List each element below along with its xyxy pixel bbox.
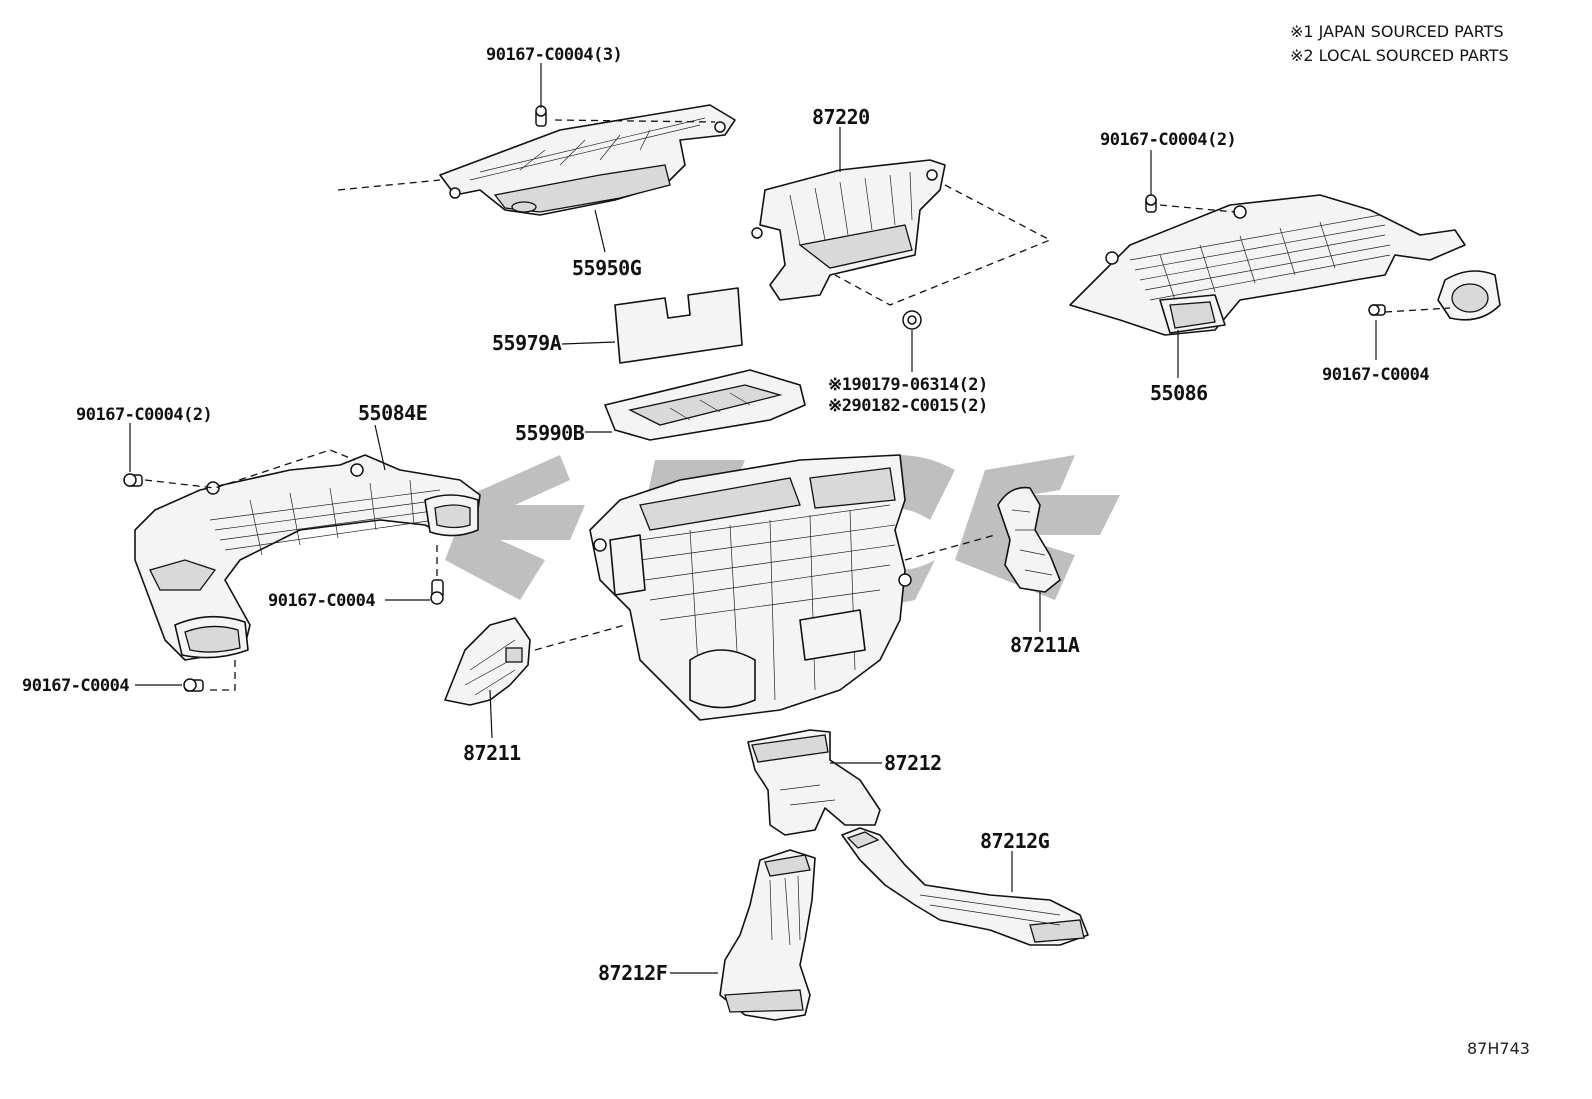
label-87211a: 87211A xyxy=(1010,633,1080,657)
bolt-55084e-mid xyxy=(430,579,444,605)
part-55979a[interactable] xyxy=(614,287,743,364)
part-55990b[interactable] xyxy=(604,369,806,441)
part-55086[interactable] xyxy=(1069,194,1501,336)
label-55950g-bolt: 90167-C0004(3) xyxy=(486,45,622,65)
label-55086-bolt-top: 90167-C0004(2) xyxy=(1100,130,1236,150)
label-90182: ※290182-C0015(2) xyxy=(828,396,988,416)
drawing-number: 87H743 xyxy=(1467,1039,1530,1058)
bolt-55950g xyxy=(535,105,547,127)
part-55950g[interactable] xyxy=(439,104,736,216)
note-local-sourced: ※2 LOCAL SOURCED PARTS xyxy=(1290,46,1509,65)
bolt-55086-top xyxy=(1145,194,1157,213)
label-55950g: 55950G xyxy=(572,256,642,280)
part-87220[interactable] xyxy=(751,159,946,301)
part-87211a[interactable] xyxy=(997,486,1061,593)
label-90179: ※190179-06314(2) xyxy=(828,375,988,395)
part-87212f[interactable] xyxy=(719,849,816,1021)
part-87212[interactable] xyxy=(747,729,881,836)
label-55084e-bolt-low: 90167-C0004 xyxy=(22,676,129,696)
hvac-unit[interactable] xyxy=(589,454,912,721)
bolt-55086-right xyxy=(1368,304,1386,316)
label-55990b: 55990B xyxy=(515,421,585,445)
label-87211: 87211 xyxy=(463,741,521,765)
note-japan-sourced: ※1 JAPAN SOURCED PARTS xyxy=(1290,22,1504,41)
label-87212: 87212 xyxy=(884,751,942,775)
label-55086-bolt-right: 90167-C0004 xyxy=(1322,365,1429,385)
label-55084e-bolt-top: 90167-C0004(2) xyxy=(76,405,212,425)
label-55084e: 55084E xyxy=(358,401,427,425)
part-87211[interactable] xyxy=(444,617,531,706)
label-87212f: 87212F xyxy=(598,961,667,985)
label-55979a: 55979A xyxy=(492,331,562,355)
part-87212g[interactable] xyxy=(841,827,1089,946)
bolt-55084e-low xyxy=(183,678,204,692)
label-87212g: 87212G xyxy=(980,829,1050,853)
label-55084e-bolt-mid: 90167-C0004 xyxy=(268,591,375,611)
clip-90179 xyxy=(902,310,922,330)
bolt-55084e-top xyxy=(123,473,143,487)
label-55086: 55086 xyxy=(1150,381,1208,405)
part-55084e[interactable] xyxy=(134,454,481,661)
label-87220: 87220 xyxy=(812,105,870,129)
